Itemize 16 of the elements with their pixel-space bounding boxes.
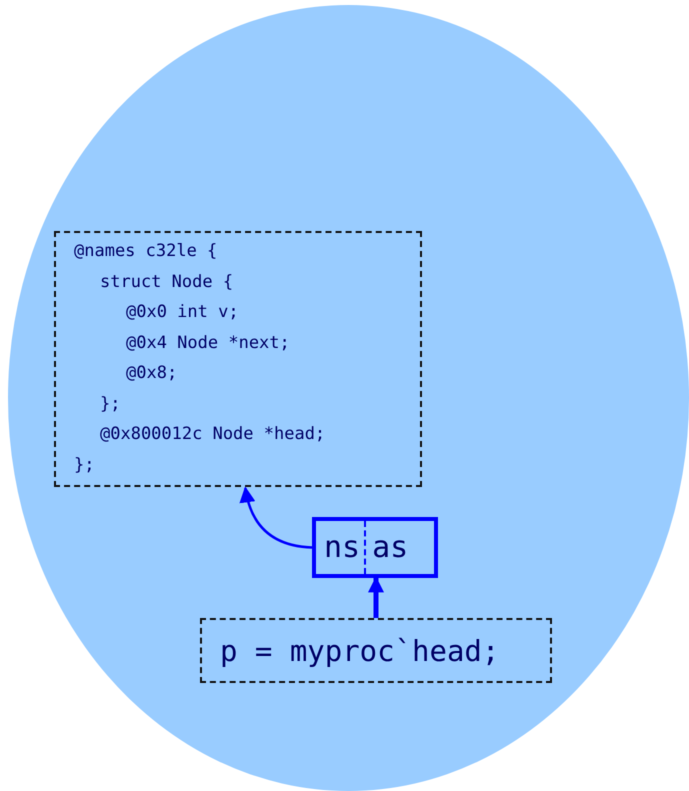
arrow <box>368 576 384 618</box>
split-box <box>312 517 438 578</box>
field-label: as <box>371 529 410 567</box>
code-line: @names c32le { <box>74 240 218 263</box>
code-expression: p = myproc`head; <box>220 634 500 668</box>
code-line: }; <box>74 454 94 476</box>
code-line: }; <box>100 392 120 416</box>
field-label: ns <box>316 521 366 574</box>
code-line: struct Node { <box>100 270 234 294</box>
expression-box <box>200 618 552 683</box>
code-line: @0x0 int v; <box>126 301 239 324</box>
arrow <box>240 486 312 549</box>
code-line: @0x800012c Node *head; <box>100 423 326 446</box>
code-line: @0x8; <box>126 362 178 385</box>
code-box <box>54 231 422 487</box>
code-line: @0x4 Node *next; <box>126 332 290 354</box>
